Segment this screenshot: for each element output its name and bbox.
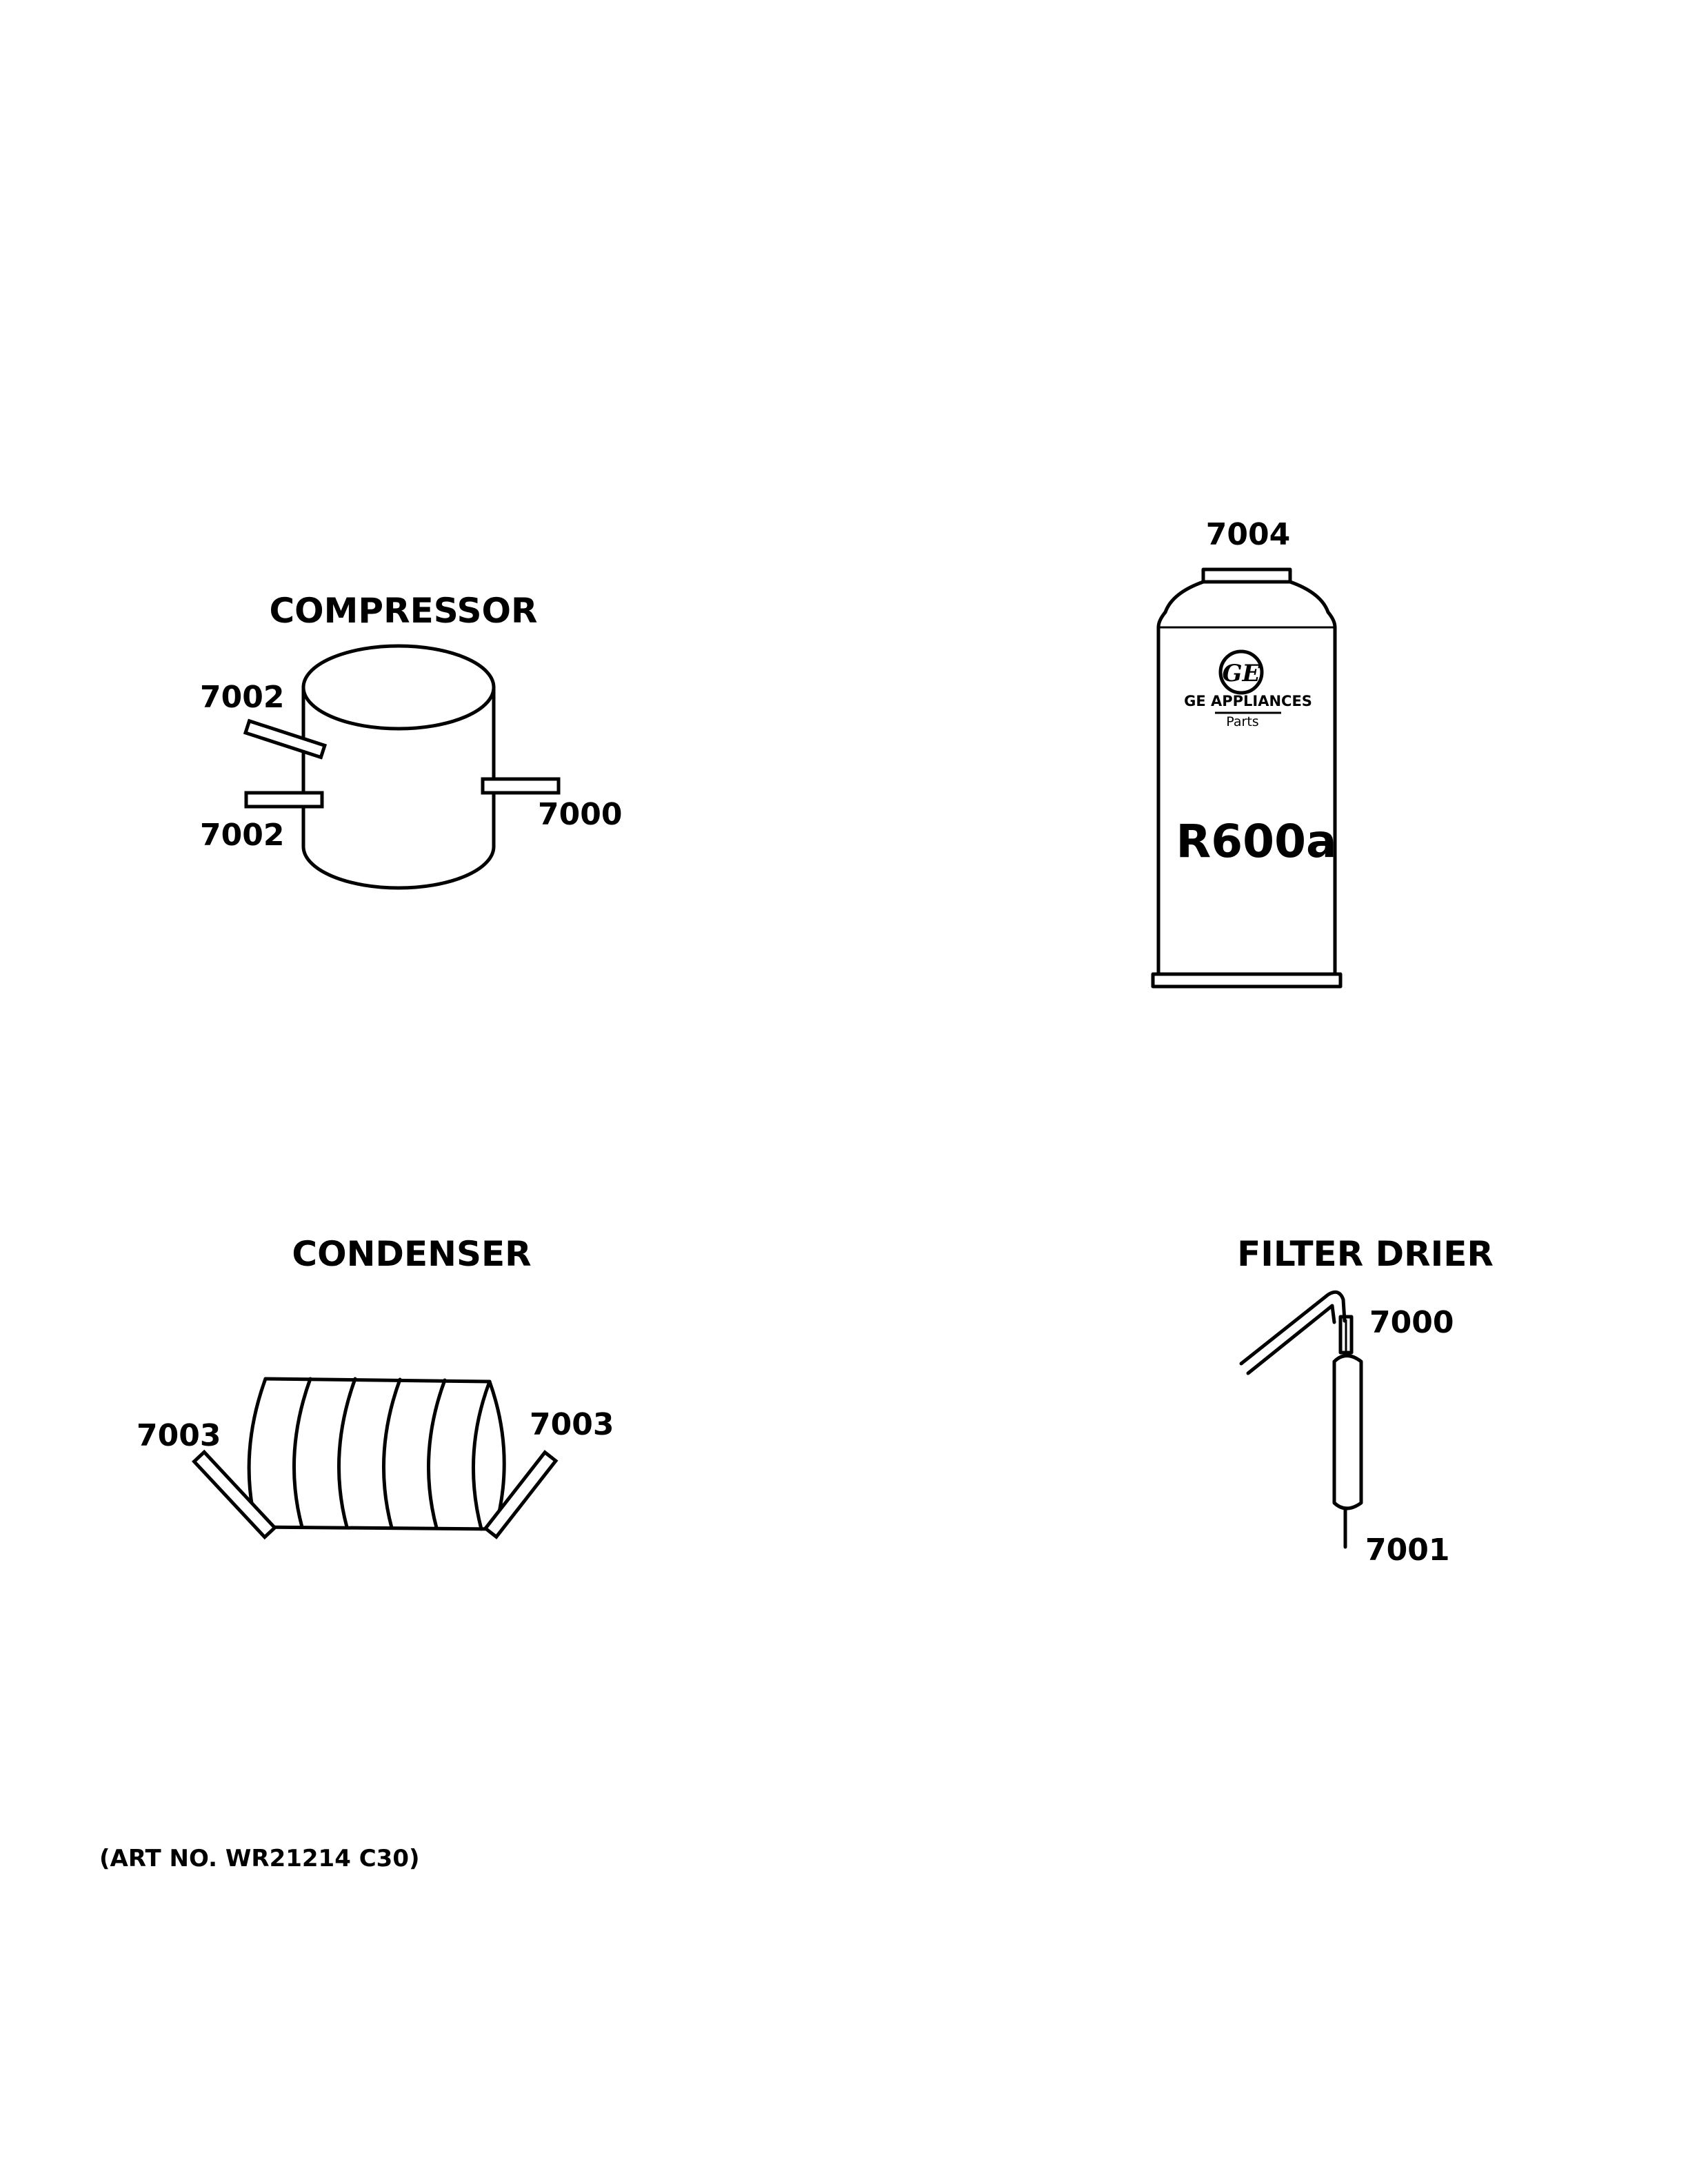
condenser-tube-right [483, 1450, 559, 1539]
condenser-group: CONDENSER 7003 7003 [137, 1234, 614, 1540]
condenser-tube-left [192, 1449, 277, 1540]
condenser-coil-drawing [247, 1377, 506, 1531]
callout-7004: 7004 [1206, 517, 1290, 552]
callout-7003-right: 7003 [530, 1407, 614, 1442]
callout-7003-left: 7003 [137, 1418, 221, 1453]
brand-sub-label: Parts [1226, 714, 1258, 729]
ge-logo: GE [1218, 649, 1264, 695]
callout-7002-lower: 7002 [200, 818, 284, 853]
refrigerant-group: 7004 GE GE APPLIANCES Parts R600a [1151, 517, 1343, 989]
compressor-drawing [301, 644, 496, 890]
callout-7000-filter-drier: 7000 [1369, 1305, 1454, 1340]
filter-drier-group: FILTER DRIER 7000 7001 [1237, 1234, 1494, 1568]
callout-7001: 7001 [1365, 1533, 1449, 1568]
filter-drier-title: FILTER DRIER [1237, 1234, 1494, 1274]
art-number: (ART NO. WR21214 C30) [99, 1845, 420, 1872]
refrigerant-type-label: R600a [1176, 815, 1336, 868]
callout-7000-compressor: 7000 [538, 797, 622, 832]
compressor-group: COMPRESSOR 7002 7002 7000 [200, 591, 622, 890]
svg-text:GE: GE [1223, 660, 1261, 687]
filter-drier-drawing [1239, 1290, 1363, 1549]
compressor-title: COMPRESSOR [269, 591, 537, 631]
compressor-tube-right [481, 777, 561, 795]
compressor-tube-lower [244, 791, 324, 809]
callout-7002-upper: 7002 [200, 680, 284, 715]
brand-label: GE APPLIANCES [1184, 693, 1312, 709]
refrigerant-can-drawing [1151, 567, 1343, 989]
condenser-title: CONDENSER [292, 1234, 531, 1274]
compressor-tube-upper [243, 718, 328, 760]
